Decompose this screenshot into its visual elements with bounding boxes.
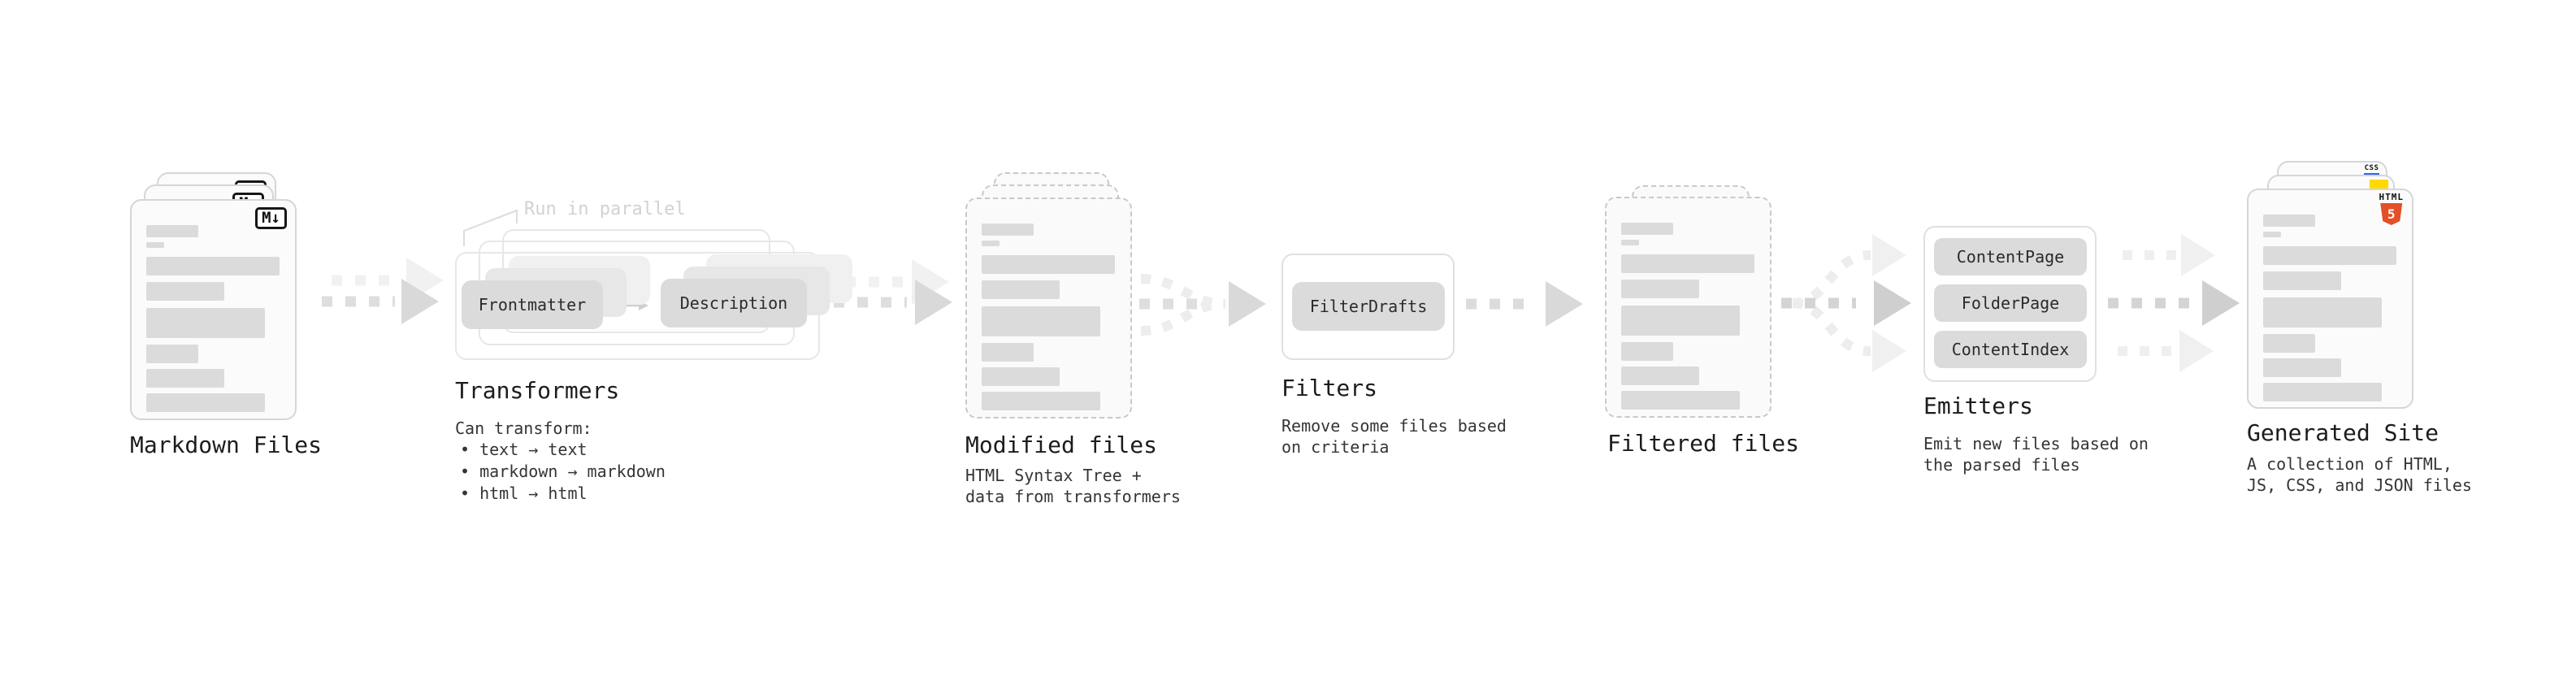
modified-doc-front: [965, 197, 1132, 419]
css-icon: CSS: [2364, 165, 2379, 176]
skeleton-bar: [982, 223, 1034, 236]
contentindex-chip: ContentIndex: [1934, 331, 2087, 368]
filtered-doc-front: [1605, 197, 1772, 418]
skeleton-bar: [1621, 254, 1754, 273]
frontmatter-chip: Frontmatter: [462, 280, 603, 329]
run-in-parallel-callout: Run in parallel: [524, 199, 686, 219]
arrow-markdown-to-transformers: [322, 279, 439, 324]
arrow-modified-to-filters: [1139, 274, 1266, 336]
filters-note: Remove some files based on criteria: [1281, 416, 1507, 457]
skeleton-bar: [146, 242, 164, 248]
description-chip: Description: [661, 279, 807, 327]
html5-icon-text: HTML: [2379, 192, 2404, 202]
html5-icon: HTML 5: [2379, 193, 2405, 225]
doc-skeleton-bars: [1621, 223, 1754, 410]
skeleton-bar: [2263, 383, 2382, 401]
skeleton-bar: [982, 255, 1115, 274]
skeleton-bar: [2263, 271, 2341, 290]
skeleton-bar: [1621, 367, 1699, 385]
html5-icon-shield: 5: [2380, 203, 2403, 225]
transformers-note-title: Can transform:: [455, 419, 592, 438]
skeleton-bar: [982, 306, 1100, 336]
transformers-bullet-list: • text → text • markdown → markdown • ht…: [460, 439, 666, 505]
arrow-emitters-to-generated: [2108, 234, 2240, 372]
html5-icon-number: 5: [2387, 206, 2396, 222]
skeleton-bar: [146, 308, 265, 338]
markdown-files-label: Markdown Files: [130, 432, 323, 458]
filtered-files-label: Filtered files: [1607, 430, 1800, 457]
skeleton-bar: [146, 282, 224, 301]
skeleton-bar: [982, 367, 1060, 386]
js-icon: [2370, 180, 2388, 189]
modified-files-label: Modified files: [965, 432, 1158, 458]
emitters-label: Emitters: [1923, 393, 2033, 419]
contentpage-chip: ContentPage: [1934, 238, 2087, 275]
skeleton-bar: [2263, 334, 2315, 353]
arrow-filtered-to-emitters: [1781, 234, 1911, 372]
skeleton-bar: [146, 369, 224, 388]
skeleton-bar: [1621, 342, 1673, 361]
skeleton-bar: [982, 241, 1000, 246]
css-icon-bar: [2364, 173, 2379, 176]
bullet-item: • markdown → markdown: [460, 462, 666, 481]
skeleton-bar: [1621, 280, 1699, 298]
doc-skeleton-bars: [2263, 215, 2396, 401]
skeleton-bar: [2263, 215, 2315, 227]
arrow-transformers-to-modified-ghost: [845, 259, 949, 305]
transformers-label: Transformers: [455, 377, 620, 404]
skeleton-bar: [1621, 391, 1740, 410]
filters-label: Filters: [1281, 375, 1378, 401]
emitters-note: Emit new files based on the parsed files: [1923, 434, 2149, 475]
skeleton-bar: [146, 225, 198, 237]
bullet-item: • text → text: [460, 440, 588, 459]
skeleton-bar: [146, 345, 198, 363]
arrow-filters-to-filtered: [1466, 281, 1583, 327]
modified-files-note: HTML Syntax Tree + data from transformer…: [965, 466, 1181, 506]
generated-site-label: Generated Site: [2247, 419, 2439, 446]
skeleton-bar: [982, 280, 1060, 299]
skeleton-bar: [2263, 358, 2341, 377]
skeleton-bar: [982, 343, 1034, 362]
bullet-item: • html → html: [460, 484, 588, 503]
skeleton-bar: [2263, 297, 2382, 327]
css-icon-text: CSS: [2364, 164, 2379, 172]
arrow-markdown-to-transformers-ghost: [332, 258, 444, 303]
doc-skeleton-bars: [982, 223, 1115, 410]
skeleton-bar: [1621, 306, 1740, 336]
skeleton-bar: [2263, 232, 2281, 237]
doc-skeleton-bars: [146, 225, 280, 412]
skeleton-bar: [1621, 223, 1673, 235]
skeleton-bar: [146, 257, 280, 275]
skeleton-bar: [982, 392, 1100, 410]
skeleton-bar: [2263, 246, 2396, 265]
filterdrafts-chip: FilterDrafts: [1292, 282, 1445, 331]
generated-site-note: A collection of HTML, JS, CSS, and JSON …: [2247, 454, 2472, 495]
markdown-doc-front: M↓: [130, 199, 297, 420]
folderpage-chip: FolderPage: [1934, 284, 2087, 322]
generated-doc-html: HTML 5: [2247, 189, 2413, 409]
skeleton-bar: [1621, 240, 1639, 245]
skeleton-bar: [146, 393, 265, 412]
markdown-icon: M↓: [255, 207, 287, 229]
